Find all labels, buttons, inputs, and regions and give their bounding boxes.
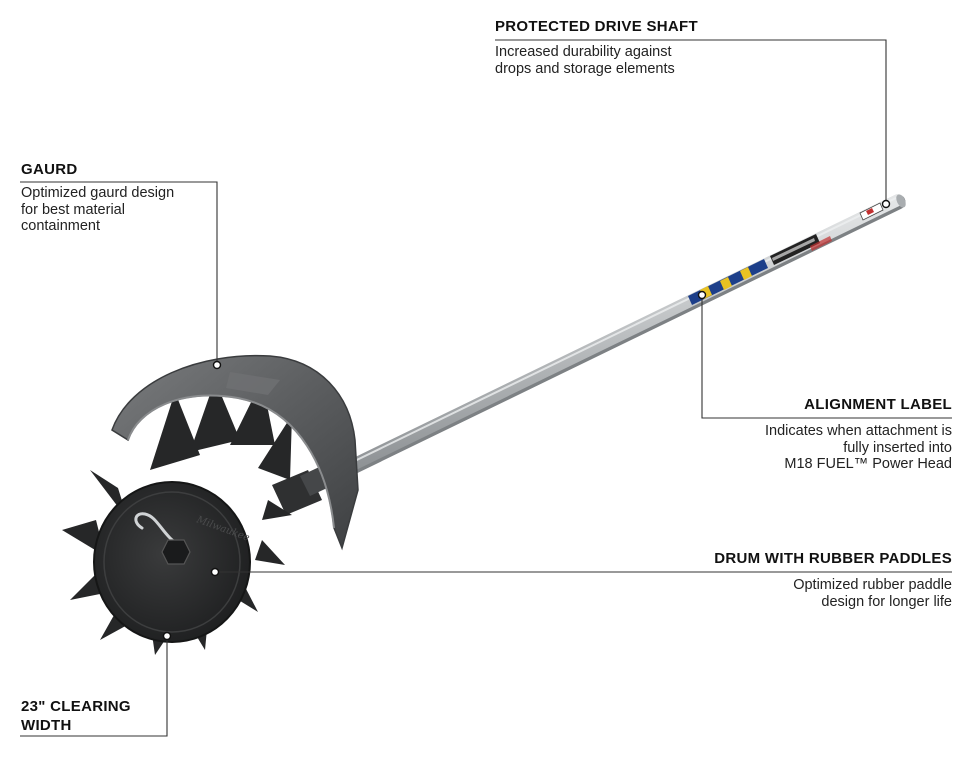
callout-drive-shaft-desc: Increased durability against drops and s… [495, 44, 675, 77]
leader-line-alignment [701, 295, 952, 419]
callout-guard: GAURD Optimized gaurd design for best ma… [21, 160, 174, 235]
callout-drum-desc: Optimized rubber paddle design for longe… [793, 577, 952, 610]
leader-lines [20, 39, 952, 737]
callout-clearing-width: 23" CLEARING WIDTH [21, 697, 131, 735]
callout-guard-desc: Optimized gaurd design for best material… [21, 185, 175, 234]
callout-drum-title: DRUM WITH RUBBER PADDLES [714, 550, 952, 567]
leader-dots [162, 199, 891, 641]
leader-line-drive-shaft [495, 39, 887, 204]
callout-drive-shaft-title: PROTECTED DRIVE SHAFT [495, 18, 698, 35]
callout-alignment-label-title: ALIGNMENT LABEL [804, 396, 952, 413]
drum: Milwaukee [93, 481, 251, 643]
alignment-label-graphic [688, 202, 884, 305]
callout-alignment-label-desc: Indicates when attachment is fully inser… [765, 423, 952, 472]
callout-drive-shaft: PROTECTED DRIVE SHAFT Increased durabili… [495, 17, 698, 77]
callout-clearing-width-title: 23" CLEARING WIDTH [21, 698, 131, 734]
callout-drum: DRUM WITH RUBBER PADDLES Optimized rubbe… [714, 549, 952, 610]
leader-line-clearing [20, 636, 168, 737]
callout-guard-title: GAURD [21, 161, 78, 178]
guard [111, 354, 359, 551]
leader-line-guard [20, 181, 218, 365]
callout-alignment-label: ALIGNMENT LABEL Indicates when attachmen… [765, 395, 952, 473]
